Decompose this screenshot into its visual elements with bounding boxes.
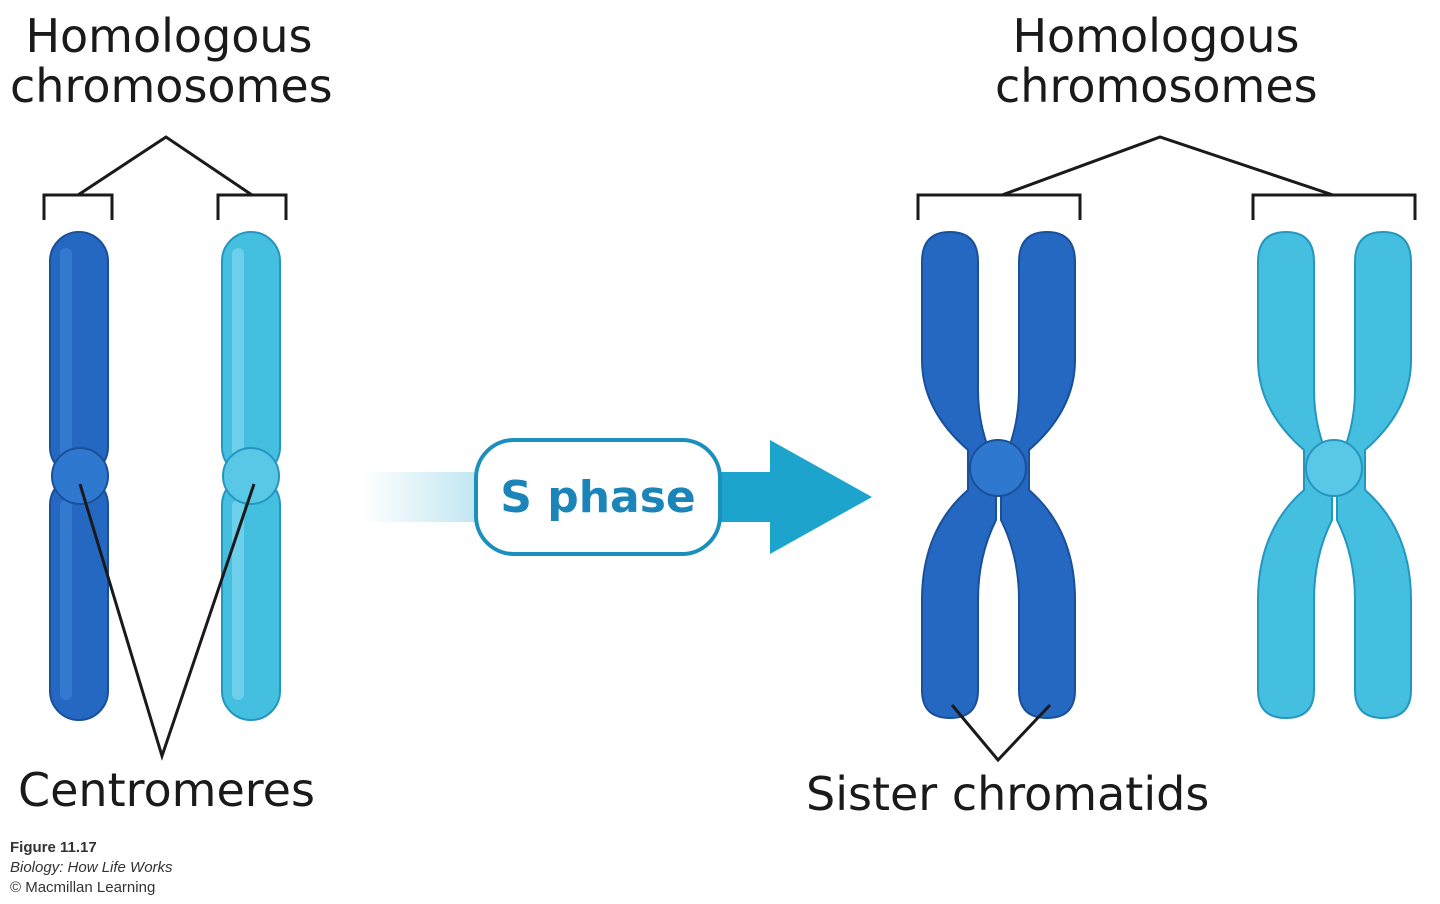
homologous-label-left-line2: chromosomes bbox=[10, 58, 333, 113]
book-title: Biology: How Life Works bbox=[10, 859, 173, 876]
sister-chromatid-dark-left bbox=[921, 230, 997, 720]
centromere-dark bbox=[51, 447, 109, 505]
left-homolog-bracket bbox=[42, 135, 288, 220]
homologous-label-right-line2: chromosomes bbox=[995, 58, 1318, 113]
homologous-label-left: Homologous chromosomes bbox=[10, 9, 333, 113]
chromosome-light-unreplicated bbox=[221, 231, 281, 721]
centromere-light-replicated bbox=[1305, 439, 1363, 497]
s-phase-box bbox=[474, 438, 722, 556]
chromosome-dark-unreplicated bbox=[49, 231, 109, 721]
sister-chromatid-pointer bbox=[950, 703, 1052, 763]
centromere-pointer-lines bbox=[78, 483, 256, 761]
s-phase-label: S phase bbox=[500, 471, 696, 523]
right-homolog-bracket bbox=[916, 135, 1417, 220]
s-phase-arrow bbox=[362, 438, 872, 556]
homologous-label-right-line1: Homologous bbox=[1012, 9, 1300, 63]
sister-chromatid-dark-right bbox=[1000, 230, 1076, 720]
figure-caption: Figure 11.17 Biology: How Life Works © M… bbox=[10, 838, 173, 898]
publisher-credit: © Macmillan Learning bbox=[10, 879, 156, 896]
chromosome-light-replicated bbox=[1257, 230, 1412, 720]
figure-number: Figure 11.17 bbox=[10, 839, 97, 856]
homologous-label-right: Homologous chromosomes bbox=[995, 9, 1318, 113]
centromere-dark-replicated bbox=[969, 439, 1027, 497]
sister-chromatid-light-left bbox=[1257, 230, 1333, 720]
centromere-light bbox=[222, 447, 280, 505]
sister-chromatid-light-right bbox=[1336, 230, 1412, 720]
homologous-label-left-line1: Homologous bbox=[25, 9, 313, 63]
sister-chromatids-label: Sister chromatids bbox=[806, 767, 1210, 821]
chromosome-dark-replicated bbox=[921, 230, 1076, 720]
centromeres-label: Centromeres bbox=[18, 763, 315, 817]
